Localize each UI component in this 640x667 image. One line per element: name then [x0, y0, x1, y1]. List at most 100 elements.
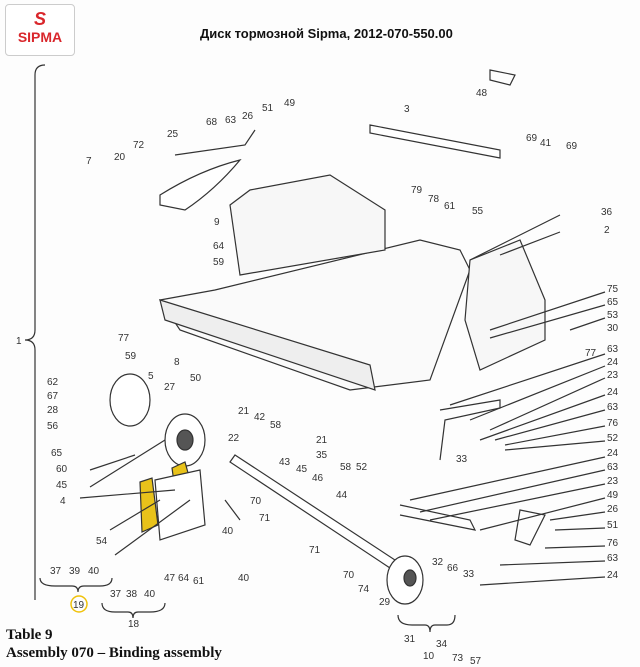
label-24b[interactable]: 24 [607, 387, 619, 398]
label-19[interactable]: 19 [73, 600, 85, 611]
label-9[interactable]: 9 [214, 217, 220, 228]
label-1[interactable]: 1 [16, 336, 22, 347]
label-54[interactable]: 54 [96, 536, 108, 547]
label-40c[interactable]: 40 [144, 589, 156, 600]
label-61[interactable]: 61 [444, 201, 456, 212]
label-40[interactable]: 40 [222, 526, 234, 537]
label-69[interactable]: 69 [526, 133, 538, 144]
label-65[interactable]: 65 [607, 297, 619, 308]
label-36[interactable]: 36 [601, 207, 613, 218]
label-39[interactable]: 39 [69, 566, 81, 577]
label-76[interactable]: 76 [607, 418, 619, 429]
label-63c[interactable]: 63 [607, 402, 619, 413]
label-45[interactable]: 45 [56, 480, 68, 491]
label-63d[interactable]: 63 [607, 462, 619, 473]
label-49b[interactable]: 49 [607, 490, 619, 501]
label-57[interactable]: 57 [470, 656, 482, 667]
label-25[interactable]: 25 [167, 129, 179, 140]
label-69b[interactable]: 69 [566, 141, 578, 152]
label-26b[interactable]: 26 [607, 504, 619, 515]
label-43[interactable]: 43 [279, 457, 291, 468]
label-24d[interactable]: 24 [607, 570, 619, 581]
label-24[interactable]: 24 [607, 357, 619, 368]
label-28[interactable]: 28 [47, 405, 59, 416]
label-31[interactable]: 31 [404, 634, 416, 645]
label-21b[interactable]: 21 [316, 435, 328, 446]
label-56[interactable]: 56 [47, 421, 59, 432]
label-63[interactable]: 63 [225, 115, 237, 126]
label-64b[interactable]: 64 [178, 573, 190, 584]
label-3[interactable]: 3 [404, 104, 410, 115]
label-40d[interactable]: 40 [238, 573, 250, 584]
label-65b[interactable]: 65 [51, 448, 63, 459]
label-26[interactable]: 26 [242, 111, 254, 122]
label-49[interactable]: 49 [284, 98, 296, 109]
label-52[interactable]: 52 [607, 433, 619, 444]
label-71[interactable]: 71 [259, 513, 271, 524]
label-24c[interactable]: 24 [607, 448, 619, 459]
label-64[interactable]: 64 [213, 241, 225, 252]
label-78[interactable]: 78 [428, 194, 440, 205]
label-30[interactable]: 30 [607, 323, 619, 334]
label-46[interactable]: 46 [312, 473, 324, 484]
label-73[interactable]: 73 [452, 653, 464, 664]
label-58b[interactable]: 58 [340, 462, 352, 473]
label-21[interactable]: 21 [238, 406, 250, 417]
label-20[interactable]: 20 [114, 152, 126, 163]
label-76b[interactable]: 76 [607, 538, 619, 549]
label-68[interactable]: 68 [206, 117, 218, 128]
label-77[interactable]: 77 [118, 333, 130, 344]
label-66[interactable]: 66 [447, 563, 459, 574]
label-52b[interactable]: 52 [356, 462, 368, 473]
label-55[interactable]: 55 [472, 206, 484, 217]
label-50[interactable]: 50 [190, 373, 202, 384]
label-70b[interactable]: 70 [343, 570, 355, 581]
label-60[interactable]: 60 [56, 464, 68, 475]
label-47[interactable]: 47 [164, 573, 176, 584]
label-74[interactable]: 74 [358, 584, 370, 595]
label-22[interactable]: 22 [228, 433, 240, 444]
label-32[interactable]: 32 [432, 557, 444, 568]
label-42[interactable]: 42 [254, 412, 266, 423]
label-77b[interactable]: 77 [585, 348, 597, 359]
label-4[interactable]: 4 [60, 496, 66, 507]
label-51[interactable]: 51 [262, 103, 274, 114]
label-35[interactable]: 35 [316, 450, 328, 461]
label-2[interactable]: 2 [604, 225, 610, 236]
label-40b[interactable]: 40 [88, 566, 100, 577]
label-58[interactable]: 58 [270, 420, 282, 431]
label-18[interactable]: 18 [128, 619, 140, 630]
label-8[interactable]: 8 [174, 357, 180, 368]
label-75[interactable]: 75 [607, 284, 619, 295]
label-23[interactable]: 23 [607, 370, 619, 381]
label-67[interactable]: 67 [47, 391, 59, 402]
label-29[interactable]: 29 [379, 597, 391, 608]
label-10[interactable]: 10 [423, 651, 435, 662]
label-41[interactable]: 41 [540, 138, 552, 149]
label-71b[interactable]: 71 [309, 545, 321, 556]
label-33[interactable]: 33 [456, 454, 468, 465]
label-45b[interactable]: 45 [296, 464, 308, 475]
label-48[interactable]: 48 [476, 88, 488, 99]
label-53[interactable]: 53 [607, 310, 619, 321]
label-44[interactable]: 44 [336, 490, 348, 501]
label-79[interactable]: 79 [411, 185, 423, 196]
label-37b[interactable]: 37 [110, 589, 122, 600]
label-59[interactable]: 59 [213, 257, 225, 268]
label-37[interactable]: 37 [50, 566, 62, 577]
label-51b[interactable]: 51 [607, 520, 619, 531]
label-33b[interactable]: 33 [463, 569, 475, 580]
label-38[interactable]: 38 [126, 589, 138, 600]
label-59b[interactable]: 59 [125, 351, 137, 362]
label-23b[interactable]: 23 [607, 476, 619, 487]
label-34[interactable]: 34 [436, 639, 448, 650]
label-70[interactable]: 70 [250, 496, 262, 507]
label-72[interactable]: 72 [133, 140, 145, 151]
label-7[interactable]: 7 [86, 156, 92, 167]
label-27[interactable]: 27 [164, 382, 176, 393]
label-61b[interactable]: 61 [193, 576, 205, 587]
label-63e[interactable]: 63 [607, 553, 619, 564]
label-62[interactable]: 62 [47, 377, 59, 388]
label-5[interactable]: 5 [148, 371, 154, 382]
label-63b[interactable]: 63 [607, 344, 619, 355]
